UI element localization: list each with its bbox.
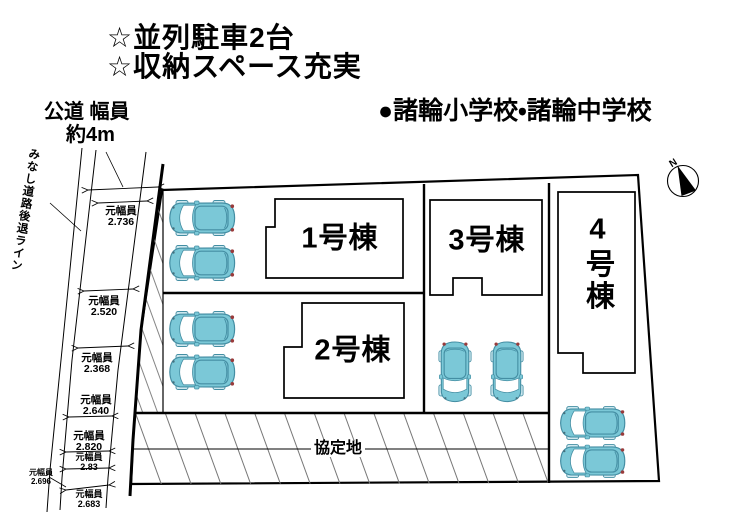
building-3-label: 3号棟 <box>448 224 526 257</box>
building-3-shape <box>429 199 543 296</box>
schools-label: ●諸輪小学校・諸輪中学校 <box>378 97 652 125</box>
orig-width-7: 元幅員 2.696 <box>29 468 53 486</box>
building-2-label: 2号棟 <box>314 334 392 367</box>
orig-width-6: 元幅員 2.83 <box>75 452 103 472</box>
car-icon <box>490 341 524 403</box>
car-icon <box>169 310 236 348</box>
compass-north-label: N <box>667 157 679 170</box>
lot-boundaries <box>132 183 551 483</box>
headline-line2: ☆収納スペース充実 <box>107 51 362 82</box>
road-boundary-line <box>128 163 165 497</box>
building-4-shape <box>557 191 636 374</box>
building-4-label: 4号棟 <box>581 213 614 313</box>
road-width-label: 約4m <box>66 124 115 146</box>
orig-width-2: 元幅員 2.520 <box>88 295 120 319</box>
car-icon <box>438 341 472 403</box>
car-icon <box>169 244 236 282</box>
setback-wedge-hatch <box>135 192 163 413</box>
building-footprints <box>265 191 636 399</box>
headline-line1: ☆並列駐車2台 <box>107 22 295 53</box>
orig-width-3: 元幅員 2.368 <box>81 352 113 376</box>
road-type-label: 公道 幅員 <box>44 101 130 123</box>
orig-width-4: 元幅員 2.640 <box>80 394 112 418</box>
orig-width-5: 元幅員 2.820 <box>73 430 105 454</box>
car-icon <box>560 405 626 441</box>
north-compass-icon: N <box>666 157 700 198</box>
orig-width-8: 元幅員 2.683 <box>75 489 103 509</box>
building-1-shape <box>265 198 404 279</box>
agreement-area-label: 協定地 <box>310 441 366 457</box>
orig-width-1: 元幅員 2.736 <box>105 205 137 229</box>
building-2-shape <box>283 302 405 399</box>
car-icon <box>169 353 236 391</box>
building-1-label: 1号棟 <box>301 222 379 255</box>
car-icon <box>169 199 236 237</box>
dimension-arrows <box>48 151 158 490</box>
car-icon <box>560 443 626 479</box>
